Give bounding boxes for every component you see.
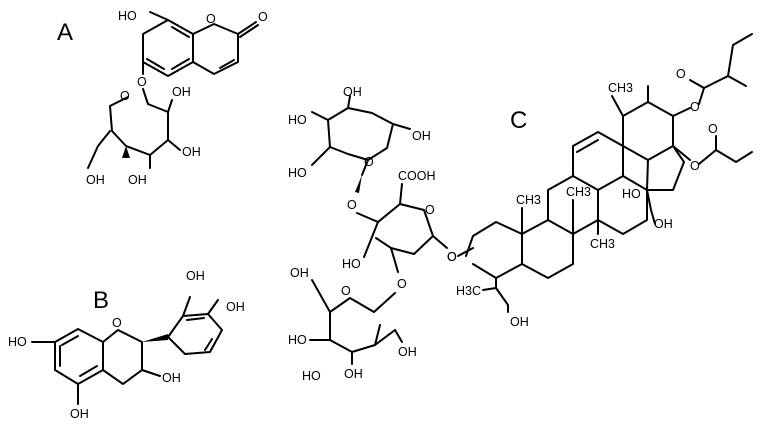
glycosidic-o-c1: O xyxy=(347,198,357,212)
methyl-c-3: CH3 xyxy=(566,185,591,199)
ester-o-c2: O xyxy=(690,159,700,173)
methyl-c-2: CH3 xyxy=(516,193,541,207)
hydroxyl-c-13: OH xyxy=(654,217,673,231)
structure-b: B HO OH O OH OH OH xyxy=(8,269,245,421)
carbonyl-o-c2: O xyxy=(708,122,718,136)
ring-o-b: O xyxy=(112,316,122,330)
hydroxyl-b-3p: OH xyxy=(186,269,205,283)
hydroxyl-a-3: OH xyxy=(182,145,201,159)
hydroxyl-a-2: OH xyxy=(172,85,191,99)
methyl-c-1: H3C xyxy=(456,284,481,298)
panel-label-b: B xyxy=(93,287,109,314)
ring-o-a: O xyxy=(206,12,216,26)
panel-label-a: A xyxy=(57,19,73,46)
ring-o-c-aglycone: O xyxy=(447,250,457,264)
structure-c: C O OH HO HO OH O COOH O O O HO O OH HO … xyxy=(288,33,753,383)
glycosidic-o-c3: O xyxy=(447,250,457,264)
sugar-ring-o-c1: O xyxy=(364,155,374,169)
hydroxyl-b-5: OH xyxy=(70,407,89,421)
hydroxyl-b-7: HO xyxy=(8,335,27,349)
glycosidic-o-c2: O xyxy=(397,277,407,291)
hydroxyl-c-12: HO xyxy=(622,187,641,201)
sugar-ring-o-c3: O xyxy=(341,284,351,298)
hydroxyl-c-11: OH xyxy=(510,315,529,329)
hydroxyl-c-1: OH xyxy=(343,85,362,99)
carbonyl-o-c1: O xyxy=(676,67,686,81)
carbonyl-o-a: O xyxy=(258,10,268,24)
hydroxyl-a-4: OH xyxy=(128,173,147,187)
ester-o-c1: O xyxy=(690,100,700,114)
hydroxyl-b-4p: OH xyxy=(226,300,245,314)
hydroxyl-c-6: OH xyxy=(290,266,309,280)
hydroxyl-b-3: OH xyxy=(162,371,181,385)
hydroxyl-c-5: HO xyxy=(342,257,361,271)
panel-label-c: C xyxy=(510,107,527,134)
methyl-c-5: CH3 xyxy=(608,81,633,95)
hydroxyl-c-9: HO xyxy=(302,369,321,383)
hydroxyl-c-2: HO xyxy=(288,113,307,127)
sugar-ring-o-c2: O xyxy=(425,203,435,217)
carboxyl-c: COOH xyxy=(398,169,436,183)
methyl-c-4: CH3 xyxy=(590,237,615,251)
hydroxyl-a-7: HO xyxy=(118,9,137,23)
sugar-ring-o-a: O xyxy=(120,89,130,103)
hydroxyl-c-8: OH xyxy=(344,367,363,381)
hydroxyl-c-10: OH xyxy=(398,345,417,359)
glycosidic-o-a: O xyxy=(137,75,147,89)
structure-a: A O O HO O O OH OH OH OH xyxy=(57,9,268,187)
hydroxyl-c-4: OH xyxy=(412,129,431,143)
hydroxyl-a-6: OH xyxy=(86,173,105,187)
hydroxyl-c-7: HO xyxy=(288,333,307,347)
hydroxyl-c-3: HO xyxy=(288,166,307,180)
